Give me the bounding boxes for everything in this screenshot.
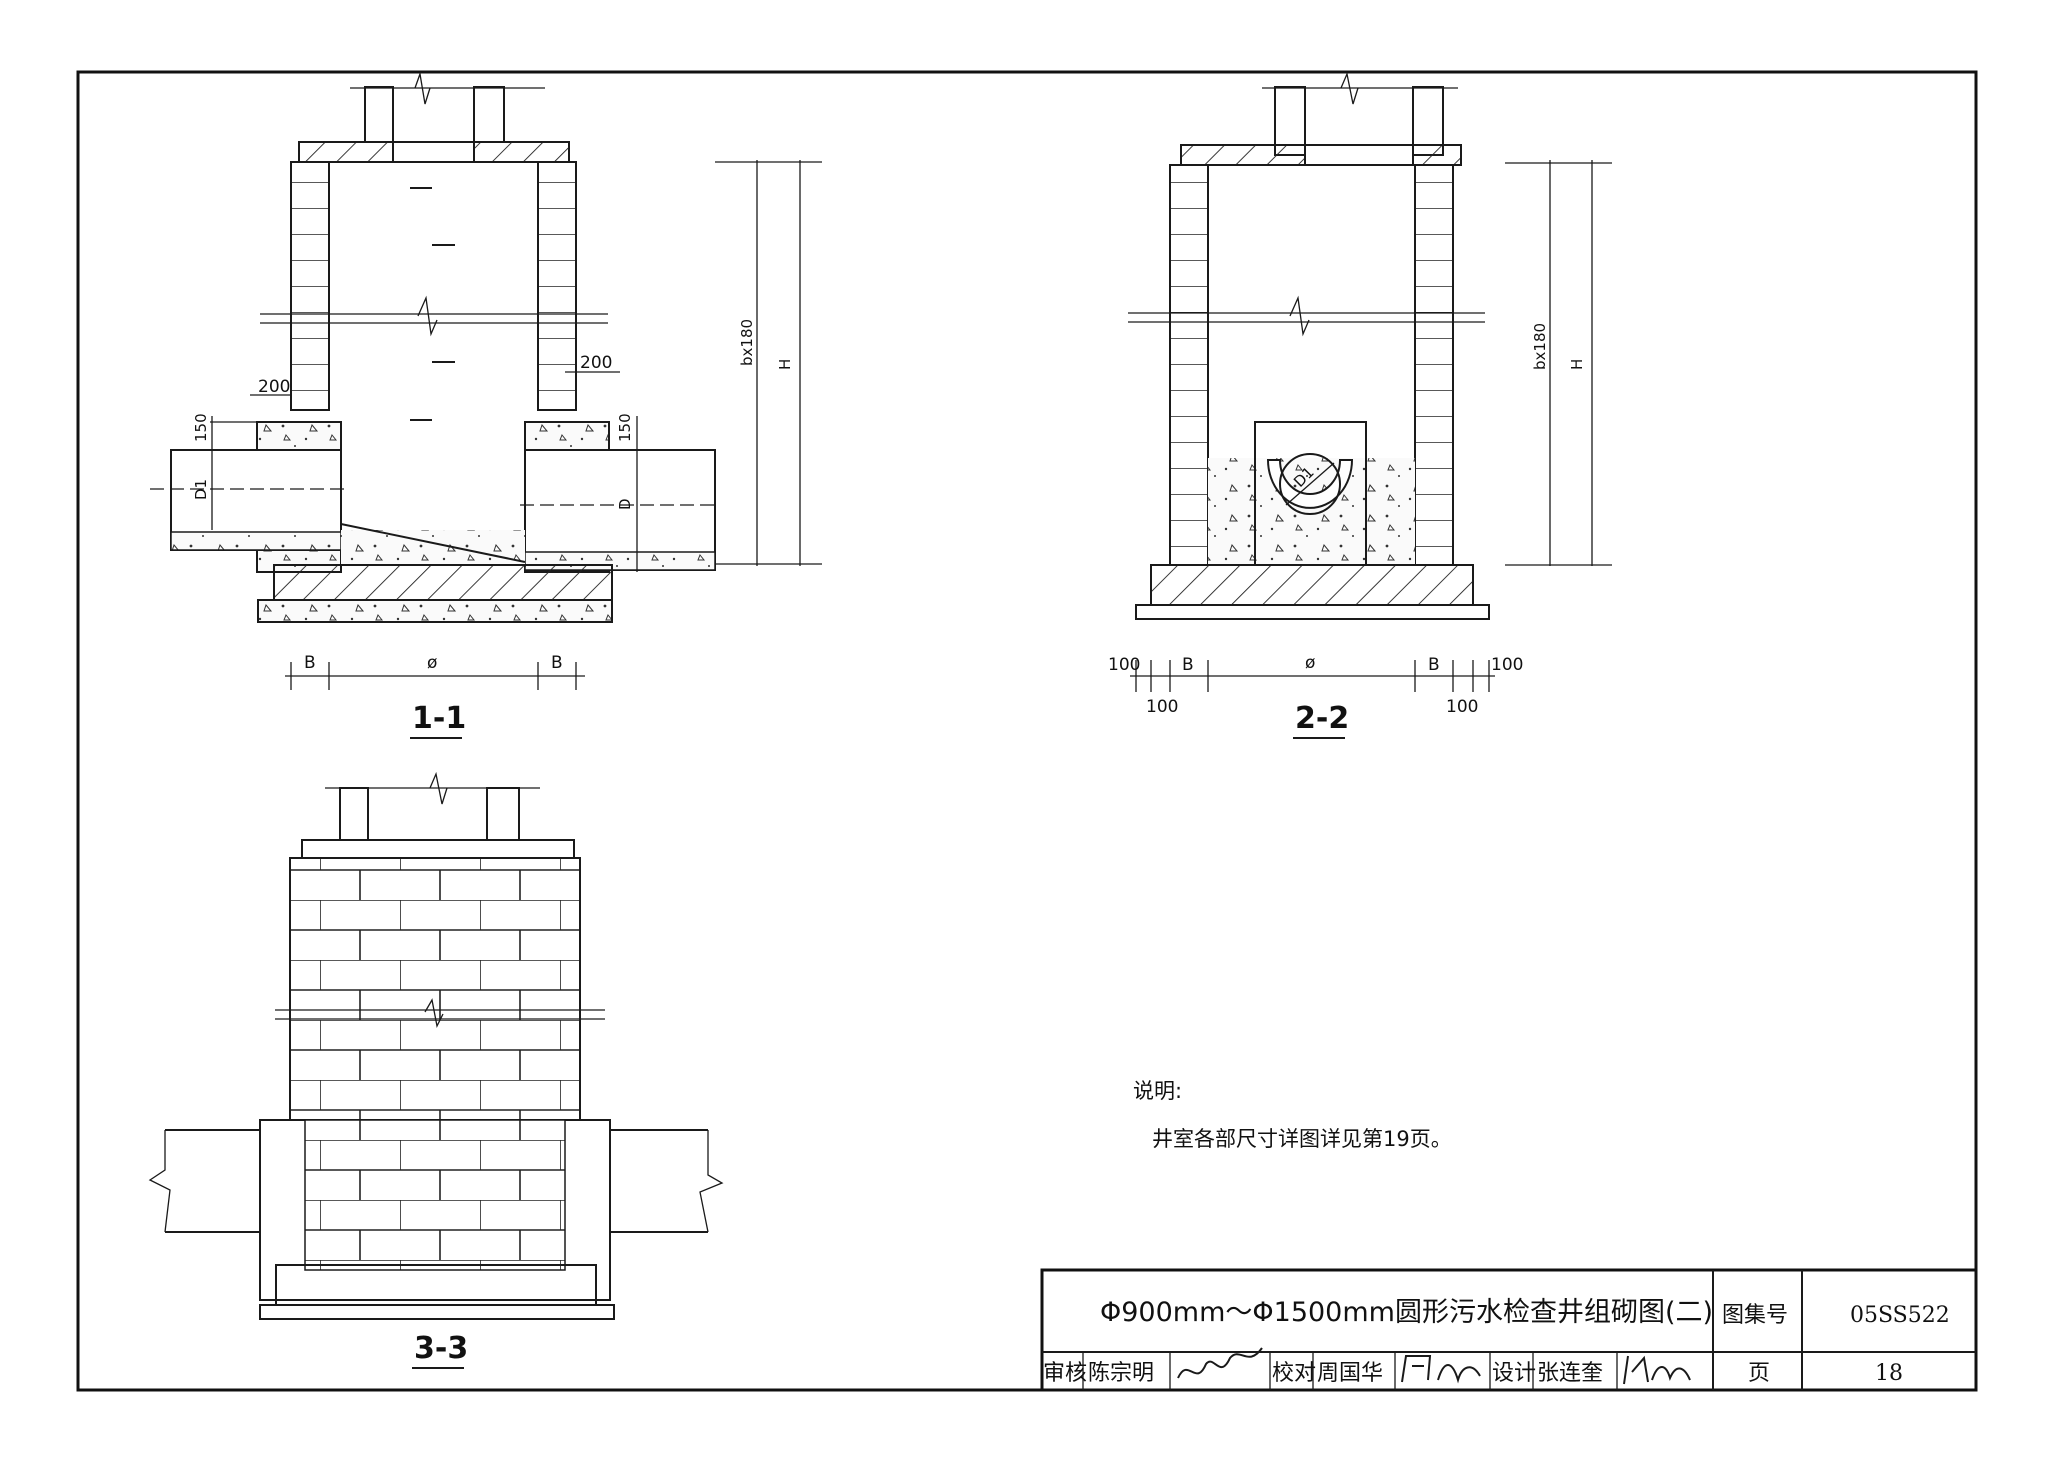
phi-label: ø (1305, 653, 1315, 673)
w200-label-left: 200 (258, 377, 290, 397)
h-label: H (1568, 359, 1586, 370)
section-label: 3-3 (414, 1331, 468, 1366)
page-label: 页 (1748, 1361, 1770, 1386)
b-label: B (304, 653, 316, 673)
review-label: 审核 (1043, 1361, 1087, 1386)
w100-label: 100 (1146, 697, 1178, 717)
sheet-border (76, 70, 1978, 1392)
h-label: H (776, 359, 794, 370)
notes-heading: 说明: (1133, 1079, 1182, 1103)
section-3-3: 3-3 (148, 771, 724, 1369)
section-label: 2-2 (1295, 701, 1349, 736)
title-block: Φ900mm～Φ1500mm圆形污水检查井组砌图(二) 图集号 05SS522 … (1040, 1268, 1978, 1392)
b-label: B (1182, 655, 1194, 675)
design-label: 设计 (1492, 1361, 1536, 1386)
check-label: 校对 (1272, 1361, 1316, 1386)
atlas-label: 图集号 (1722, 1303, 1788, 1328)
w100-label: 100 (1446, 697, 1478, 717)
w100-label: 100 (1108, 655, 1140, 675)
d1-label: D1 (192, 479, 210, 500)
section-2-2: D1 bx180 H 100 100 B ø B 100 100 2-2 (1108, 71, 1612, 739)
reviewer-name: 陈宗明 (1088, 1361, 1154, 1386)
h150-label-left: 150 (192, 413, 210, 442)
b-label: B (551, 653, 563, 673)
section-1-1: bx180 H 150 D1 200 200 150 D B ø B 1-1 (150, 71, 822, 739)
b-label: B (1428, 655, 1440, 675)
section-label: 1-1 (412, 701, 466, 736)
drawing-title: Φ900mm～Φ1500mm圆形污水检查井组砌图(二) (1100, 1297, 1713, 1328)
bx180-label: bx180 (1531, 323, 1549, 370)
designer-name: 张连奎 (1537, 1361, 1603, 1386)
d-label: D (616, 498, 634, 510)
checker-signature (1401, 1355, 1481, 1384)
w200-label-right: 200 (580, 353, 612, 373)
page-number: 18 (1875, 1361, 1903, 1386)
w100-label: 100 (1491, 655, 1523, 675)
checker-name: 周国华 (1317, 1361, 1383, 1386)
reviewer-signature (1177, 1347, 1263, 1379)
h150-label-right: 150 (616, 413, 634, 442)
notes: 说明: 井室各部尺寸详图详见第19页。 (1133, 1079, 1452, 1151)
phi-label: ø (427, 653, 437, 673)
atlas-number: 05SS522 (1850, 1303, 1950, 1328)
designer-signature (1623, 1355, 1691, 1385)
bx180-label: bx180 (738, 319, 756, 366)
notes-text: 井室各部尺寸详图详见第19页。 (1152, 1127, 1452, 1151)
